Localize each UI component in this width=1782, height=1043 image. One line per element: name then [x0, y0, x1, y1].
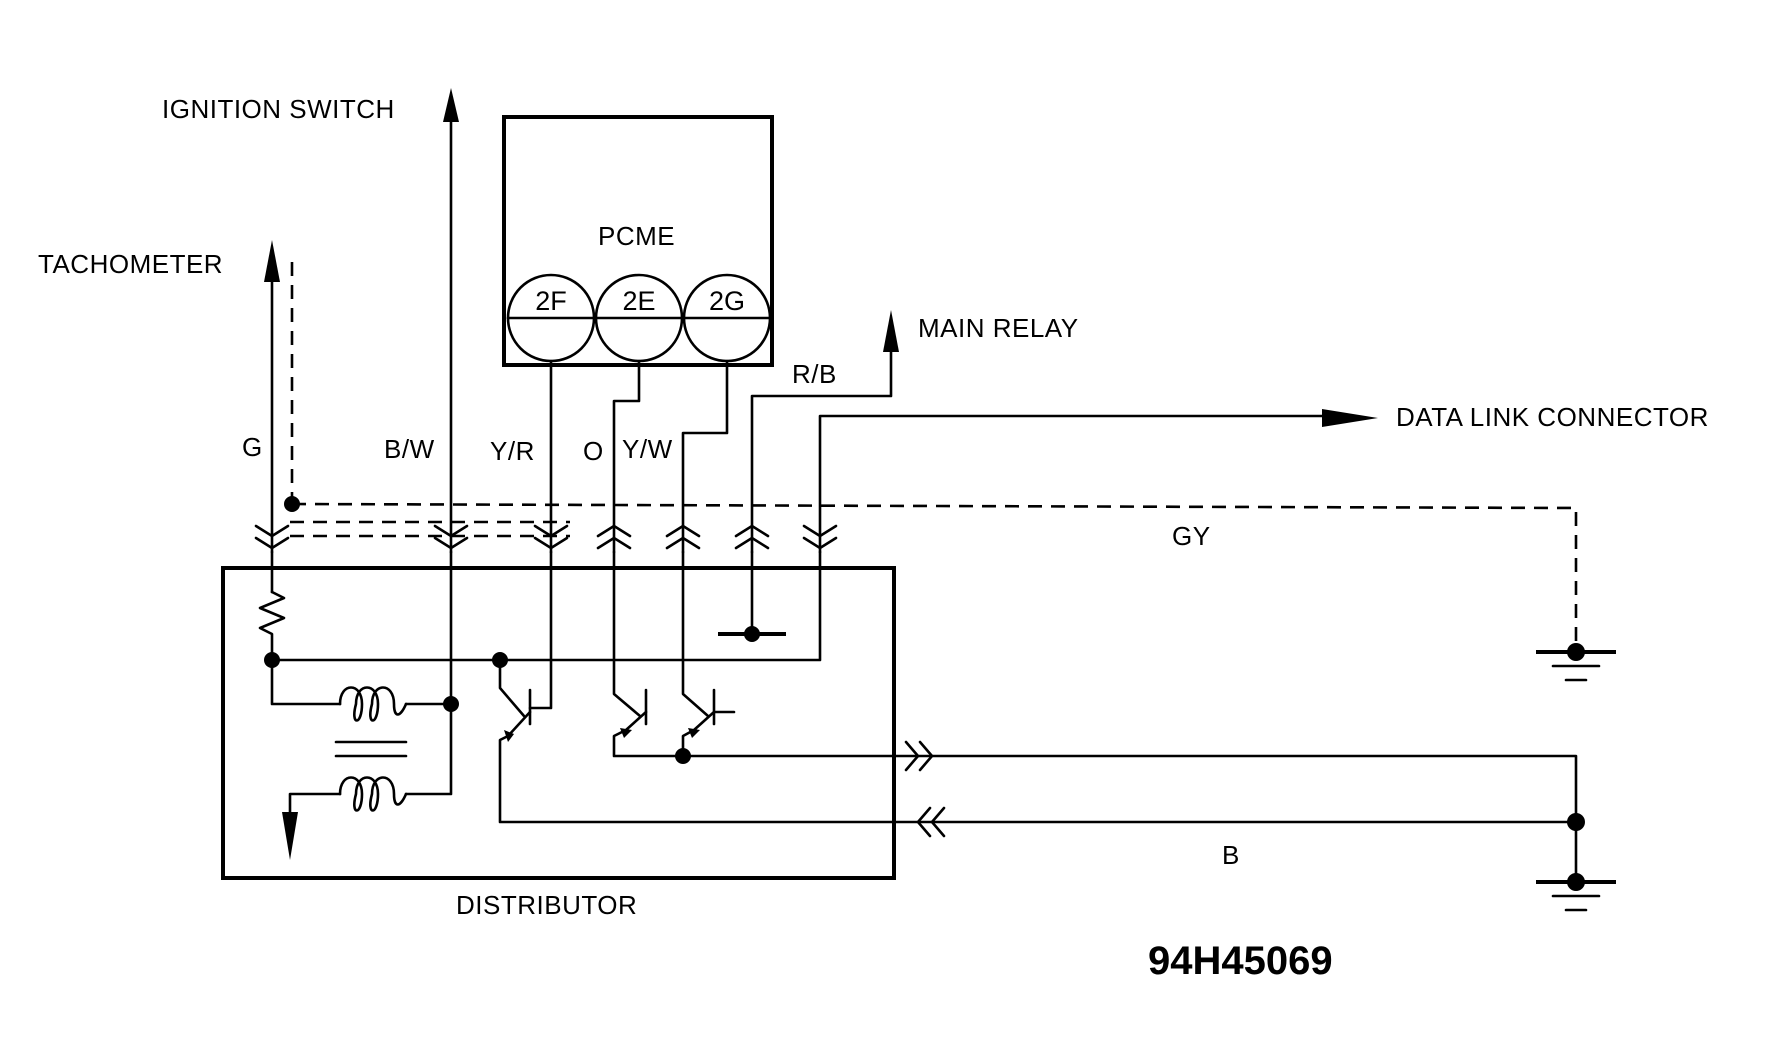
wire-label-b: B: [1222, 840, 1240, 870]
ignition-switch-label: IGNITION SWITCH: [162, 94, 395, 124]
transistor-o: [612, 550, 685, 758]
wire-gy: [291, 502, 1578, 652]
svg-text:2E: 2E: [622, 286, 655, 316]
svg-text:2G: 2G: [709, 286, 745, 316]
ground-symbol-b: [1536, 873, 1616, 912]
pcme-label: PCME: [598, 221, 675, 251]
ignition-switch-arrow: [443, 88, 459, 554]
data-link-connector-label: DATA LINK CONNECTOR: [1396, 402, 1709, 432]
wire-label-yr: Y/R: [490, 436, 535, 466]
pcme-pin-2f: 2F: [506, 273, 596, 363]
data-link-connector-arrow: [818, 409, 1378, 554]
connector-chevrons-top: [254, 524, 838, 550]
ground-symbol-gy: [1536, 643, 1616, 682]
wire-o: [612, 359, 641, 554]
tachometer-arrow: [264, 240, 280, 554]
transistor-yr: [498, 550, 1578, 824]
main-relay-arrow: [750, 310, 899, 554]
pcme-pin-2e: 2E: [594, 273, 684, 363]
internal-bus: [270, 550, 822, 662]
pcme-pin-2g: 2G: [682, 273, 772, 363]
wire-label-bw: B/W: [384, 434, 435, 464]
internal-ground: [718, 550, 786, 642]
main-relay-label: MAIN RELAY: [918, 313, 1079, 343]
wire-label-o: O: [583, 436, 604, 466]
wire-label-yw: Y/W: [622, 434, 673, 464]
connector-chevrons-right: [904, 740, 946, 838]
figure-code: 94H45069: [1148, 939, 1333, 983]
svg-text:2F: 2F: [535, 286, 567, 316]
resistor: [258, 590, 286, 662]
wire-label-rb: R/B: [792, 359, 837, 389]
distributor-box: [221, 566, 896, 880]
tachometer-label: TACHOMETER: [38, 249, 223, 279]
wire-yw: [681, 359, 729, 554]
wire-label-g: G: [242, 432, 263, 462]
distributor-label: DISTRIBUTOR: [456, 890, 637, 920]
transistor-yw: [681, 550, 736, 758]
wire-signal-return: [681, 754, 1578, 824]
ignition-coil: [270, 658, 453, 860]
wire-label-gy: GY: [1172, 521, 1211, 551]
